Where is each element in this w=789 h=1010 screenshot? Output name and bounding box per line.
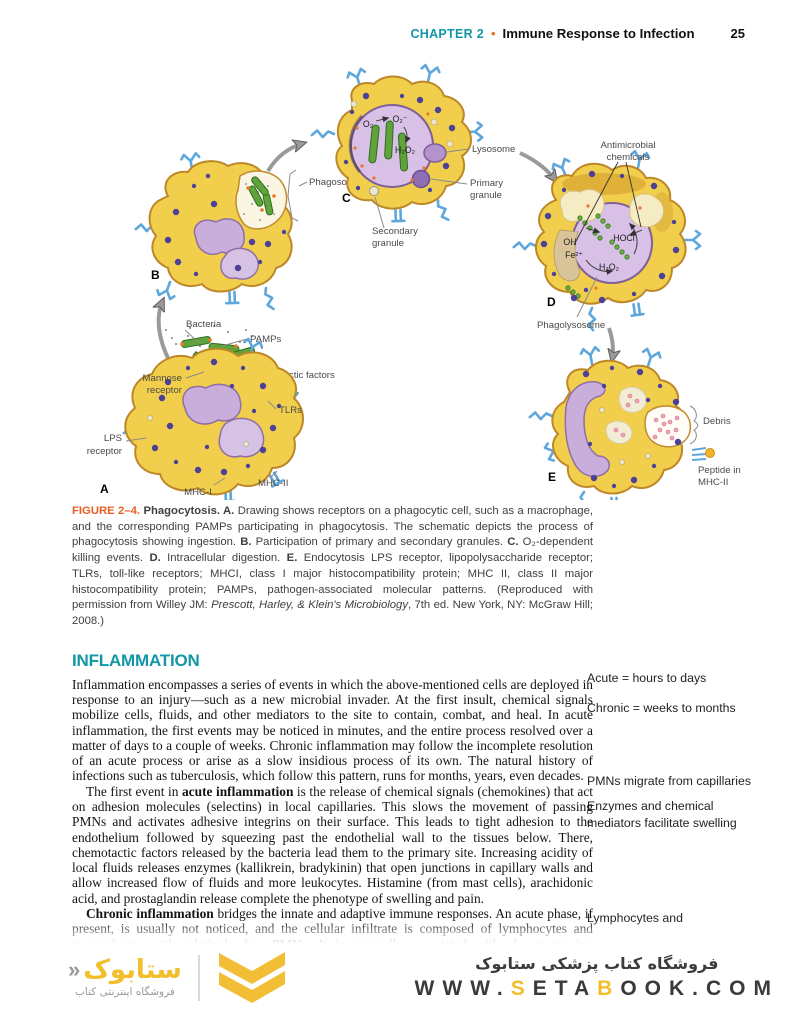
peptide-mhc2-receptor xyxy=(691,447,715,461)
cell-b-phagocyte: B Phagosome xyxy=(134,151,360,312)
label-secondary-granule: granule xyxy=(372,238,404,249)
header-bullet-icon: • xyxy=(490,26,496,41)
label-antimicrobial-chemicals: chemicals xyxy=(607,152,650,163)
figure-caption: FIGURE 2–4. Phagocytosis. A. Drawing sho… xyxy=(72,505,594,627)
figure-letter-c: C xyxy=(342,191,351,205)
cell-b-granules xyxy=(164,173,287,277)
cell-a-granules xyxy=(147,358,282,476)
label-primary-granule: Primary xyxy=(470,178,503,189)
chapter-title: Immune Response to Infection xyxy=(502,26,695,41)
page-fade-overlay xyxy=(0,920,789,948)
cell-a-macrophage: A Mannose receptor LPS receptor TLRs MHC… xyxy=(87,336,304,500)
paragraph-inflammation-intro: Inflammation encompasses a series of eve… xyxy=(72,676,593,784)
cell-d-phagocyte: OH Fe²⁺ H₂O₂ HOCl xyxy=(512,140,702,332)
figure-letter-b: B xyxy=(151,268,160,282)
label-pamps: PAMPs xyxy=(250,334,281,345)
label-mhc1: MHC-I xyxy=(184,487,212,498)
label-mannose-receptor: Mannose xyxy=(143,373,182,384)
primary-granule-organelle xyxy=(411,169,431,189)
figure-letter-d: D xyxy=(547,295,556,309)
label-bacteria: Bacteria xyxy=(186,319,222,330)
brand-name-text: ستابوک xyxy=(83,955,182,985)
figure-letter-e: E xyxy=(548,470,556,484)
page-header: CHAPTER 2 • Immune Response to Infection… xyxy=(0,26,745,41)
chem-superoxide-o2: O₂ xyxy=(363,119,373,129)
margin-note-pmns: PMNs migrate from capillaries xyxy=(587,774,751,788)
phagosome-contents: O₂ O₂⁻ H₂O₂ xyxy=(363,114,415,172)
brand-chevron-icon: « xyxy=(68,957,81,982)
cell-d-granules xyxy=(540,170,680,304)
logo-divider xyxy=(197,954,200,1001)
label-lps-receptor: receptor xyxy=(87,446,123,457)
lysosome-organelle xyxy=(423,143,447,163)
cell-e-phagocyte: E Debris Peptide in MHC-II xyxy=(528,345,741,500)
label-secondary-granule: Secondary xyxy=(372,226,418,237)
chem-hydrogen-peroxide-d: H₂O₂ xyxy=(599,262,619,272)
setabook-wordmark: ستابوک « فروشگاه اینترنتی کتاب xyxy=(68,957,182,998)
page-number: 25 xyxy=(730,26,745,41)
killing-chemistry: OH Fe²⁺ H₂O₂ HOCl xyxy=(563,222,643,275)
footer-store-info: فروشگاه کتاب پزشکی ستابوک WWW.SETABOOK.C… xyxy=(415,954,779,1001)
phagosome-bacteria xyxy=(243,175,276,221)
label-mannose-receptor: receptor xyxy=(147,385,183,396)
label-phagosome: Phagosome xyxy=(309,177,360,188)
store-url[interactable]: WWW.SETABOOK.COM xyxy=(414,977,779,1000)
margin-note-acute: Acute = hours to days xyxy=(587,671,707,685)
label-antimicrobial-chemicals: Antimicrobial xyxy=(601,140,656,151)
label-tlrs: TLRs xyxy=(279,405,302,416)
setabook-chevron-emblem-icon xyxy=(218,952,285,1003)
margin-note-enzymes: Enzymes and chemical mediators facilitat… xyxy=(587,799,737,830)
section-heading: INFLAMMATION xyxy=(72,650,200,670)
store-title-fa: فروشگاه کتاب پزشکی ستابوک xyxy=(475,954,719,973)
label-lps-receptor: LPS xyxy=(104,433,122,444)
label-mhc2: MHC-II xyxy=(258,478,288,489)
secondary-granule-organelle xyxy=(369,186,379,196)
label-peptide-mhc2: MHC-II xyxy=(698,477,728,488)
label-lysosome: Lysosome xyxy=(472,144,515,155)
chapter-label: CHAPTER 2 xyxy=(410,27,484,41)
cell-c-granules xyxy=(343,92,456,193)
figure-letter-a: A xyxy=(100,482,109,496)
label-peptide-mhc2: Peptide in xyxy=(698,465,741,476)
chem-superoxide-anion: O₂⁻ xyxy=(393,114,408,124)
chem-hydrogen-peroxide-c: H₂O₂ xyxy=(395,145,415,155)
paragraph-acute-inflammation: The first event in acute inflammation is… xyxy=(72,783,593,906)
text-column: FIGURE 2–4. Phagocytosis. A. Drawing sho… xyxy=(72,504,593,983)
cell-e-granules xyxy=(582,365,682,489)
setabook-logo: ستابوک « فروشگاه اینترنتی کتاب xyxy=(68,951,288,1004)
margin-note-chronic: Chronic = weeks to months xyxy=(587,701,736,715)
label-primary-granule: granule xyxy=(470,190,502,201)
label-chemotactic-factors: Chemotactic factors xyxy=(250,370,335,381)
label-debris: Debris xyxy=(703,416,731,427)
brand-tagline: فروشگاه اینترنتی کتاب xyxy=(74,986,175,998)
chem-hypochlorite: HOCl xyxy=(613,233,635,243)
label-phagolysosome: Phagolysosome xyxy=(537,320,605,331)
figure-phagocytosis-diagram: B Phagosome O₂ O₂⁻ H₂O₂ xyxy=(87,63,741,500)
chem-hydroxyl: OH xyxy=(563,237,576,247)
debris-particles xyxy=(652,413,680,441)
chem-ferrous-iron: Fe²⁺ xyxy=(565,250,583,260)
footer-banner: ستابوک « فروشگاه اینترنتی کتاب فروشگاه ک… xyxy=(0,945,789,1010)
cell-c-phagocyte: O₂ O₂⁻ H₂O₂ C xyxy=(310,63,515,249)
debris-pocket xyxy=(644,405,692,448)
